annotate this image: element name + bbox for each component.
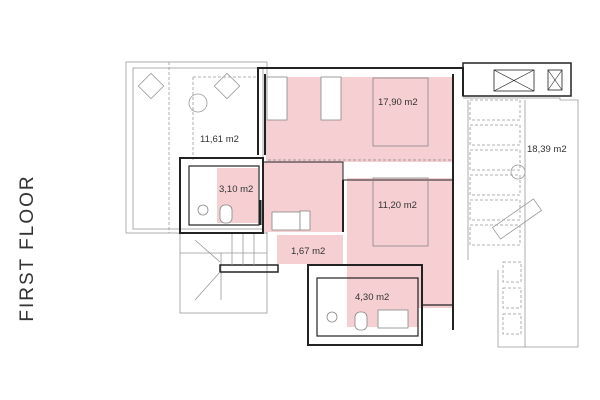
- room-area-master-bedroom: 17,90 m2: [378, 97, 418, 108]
- furniture: [197, 76, 453, 331]
- room-area-bathroom-2: 4,30 m2: [355, 292, 389, 303]
- walls: [179, 67, 464, 346]
- room-area-terrace-left: 11,61 m2: [200, 134, 239, 145]
- room-area-bedroom-2: 11,20 m2: [378, 200, 417, 211]
- room-area-landing: 1,67 m2: [291, 246, 325, 257]
- room-area-terrace-right: 18,39 m2: [527, 144, 567, 155]
- terrace-right: [463, 97, 579, 348]
- staircase: [179, 232, 279, 314]
- room-area-bathroom-small: 3,10 m2: [219, 184, 253, 195]
- shaft: [462, 62, 572, 97]
